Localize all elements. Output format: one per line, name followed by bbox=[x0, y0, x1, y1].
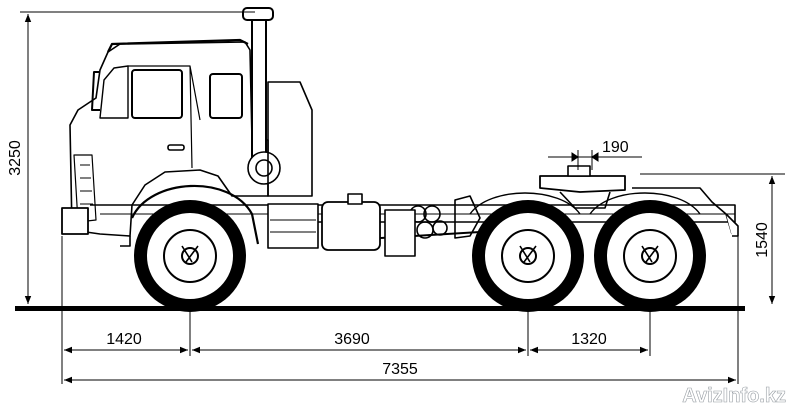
fifth-wheel-height-label: 1540 bbox=[754, 222, 771, 258]
side-mirror bbox=[91, 71, 100, 111]
wheel-front bbox=[134, 200, 246, 312]
cab-roof bbox=[107, 38, 249, 53]
wheel-rear-1 bbox=[472, 200, 584, 312]
cab-step bbox=[120, 236, 131, 247]
truck bbox=[61, 7, 739, 257]
wheelbase-label: 3690 bbox=[334, 331, 370, 348]
cab-window bbox=[131, 69, 183, 119]
rear-axle-spacing-label: 1320 bbox=[571, 331, 607, 348]
fifth-wheel-offset-label: 190 bbox=[602, 139, 629, 156]
exhaust-stack bbox=[251, 17, 267, 161]
door-handle bbox=[167, 144, 185, 151]
front-grille bbox=[73, 154, 97, 223]
fifth-wheel bbox=[539, 175, 626, 193]
wheel-rear-2 bbox=[594, 200, 706, 312]
rear-cab-panel bbox=[267, 81, 313, 197]
height-total-label: 3250 bbox=[7, 140, 24, 176]
front-overhang-label: 1420 bbox=[106, 331, 142, 348]
fuel-tank bbox=[321, 201, 381, 251]
sleeper-window bbox=[209, 73, 243, 119]
battery-box bbox=[267, 203, 319, 249]
air-cleaner bbox=[247, 151, 281, 185]
windshield bbox=[99, 65, 129, 119]
ground-line bbox=[15, 306, 745, 311]
overall-length-label: 7355 bbox=[382, 361, 418, 378]
front-wheel-arch bbox=[130, 184, 260, 245]
cab-door bbox=[128, 65, 201, 169]
front-bumper bbox=[61, 207, 89, 235]
watermark: AvizInfo.kz bbox=[682, 385, 786, 407]
